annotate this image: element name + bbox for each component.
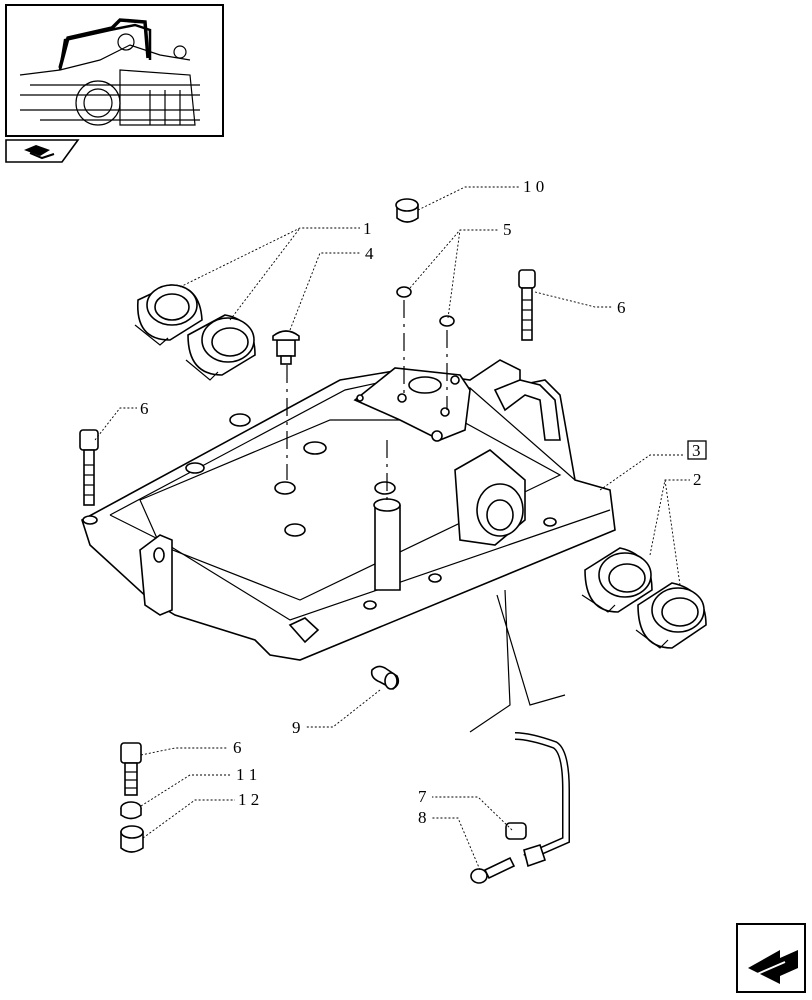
- callout-7: 7: [418, 787, 427, 806]
- callout-6-bottom: 6: [233, 738, 242, 757]
- bush-2a: [581, 547, 653, 613]
- leader-lines: [94, 186, 690, 871]
- callout-10: 1 0: [523, 177, 544, 196]
- washer-11: [120, 801, 142, 820]
- screw-8: [470, 856, 516, 884]
- breather-4: [272, 330, 300, 365]
- bush-2b: [635, 582, 707, 649]
- callout-3-box: [687, 440, 707, 460]
- callout-4: 4: [365, 244, 374, 263]
- screw-9: [370, 665, 400, 690]
- callout-12: 1 2: [238, 790, 259, 809]
- pipe-routing-line: [469, 589, 566, 733]
- plug-10: [395, 198, 419, 223]
- overview-thumbnail[interactable]: [5, 4, 224, 137]
- callout-5: 5: [503, 220, 512, 239]
- bolt-6-bottom: [120, 742, 142, 796]
- callout-11: 1 1: [236, 765, 257, 784]
- bolt-6-left: [79, 429, 99, 506]
- o-ring-5: [396, 286, 455, 327]
- bush-1a: [134, 284, 203, 346]
- callout-3: 3: [692, 441, 701, 460]
- spacer-12: [120, 825, 144, 853]
- folder-back-icon[interactable]: [5, 139, 80, 163]
- callout-9: 9: [292, 718, 301, 737]
- next-page-arrow-icon[interactable]: [736, 923, 806, 993]
- bush-1b: [185, 314, 256, 381]
- callout-2: 2: [693, 470, 702, 489]
- bolt-6-right: [518, 269, 536, 341]
- callout-1: 1: [363, 219, 372, 238]
- callout-8: 8: [418, 808, 427, 827]
- callout-6-left: 6: [140, 399, 149, 418]
- callout-6-right: 6: [617, 298, 626, 317]
- callout-labels: 1 0 1 5 4 6 6 3 2 9 6 1 1 1 2 7 8: [140, 177, 707, 827]
- lift-cover-housing: [81, 359, 616, 661]
- assembly-axis-lines: [286, 300, 448, 500]
- pipe-7: [505, 732, 570, 868]
